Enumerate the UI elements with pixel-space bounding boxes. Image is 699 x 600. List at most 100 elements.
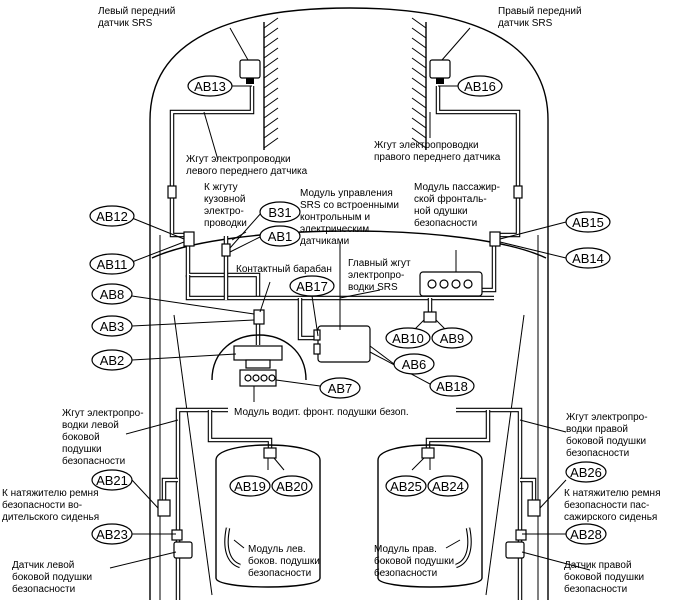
connector-tag-AB6: AB6 xyxy=(393,353,435,375)
svg-text:AB14: AB14 xyxy=(572,251,604,266)
svg-text:К натяжителю ремня: К натяжителю ремня xyxy=(2,488,98,499)
callout-leader-lines xyxy=(109,27,591,571)
connector-tag-AB1: AB1 xyxy=(259,225,301,247)
passenger-pretensioner-connector xyxy=(527,499,541,517)
svg-text:AB16: AB16 xyxy=(464,79,496,94)
svg-text:Жгут электропроводки: Жгут электропроводки xyxy=(186,154,291,165)
right-front-strut xyxy=(411,17,427,150)
svg-text:AB1: AB1 xyxy=(268,229,293,244)
label-right-front-sensor-harness: Жгут электропроводки правого переднего д… xyxy=(374,140,501,163)
connector-tag-AB12: AB12 xyxy=(89,205,135,227)
svg-text:водки правой: водки правой xyxy=(566,424,628,435)
connector-tag-B31: B31 xyxy=(259,201,301,223)
svg-text:датчик SRS: датчик SRS xyxy=(498,18,553,29)
left-front-srs-sensor xyxy=(239,59,261,84)
connector-tag-AB24: AB24 xyxy=(427,475,469,497)
svg-text:безопасности: безопасности xyxy=(374,567,437,579)
connector-tag-AB21: AB21 xyxy=(91,469,133,491)
svg-text:AB13: AB13 xyxy=(194,79,226,94)
label-passenger-front-airbag: Модуль пассажир- ской фронталь- ной одуш… xyxy=(414,182,500,229)
connector-tag-AB19: AB19 xyxy=(229,475,271,497)
svg-text:Датчик правой: Датчик правой xyxy=(564,560,632,571)
connector-tag-AB28: AB28 xyxy=(565,523,607,545)
svg-text:электро-: электро- xyxy=(204,206,244,217)
harness-connectors xyxy=(183,231,501,459)
svg-text:AB20: AB20 xyxy=(276,479,308,494)
svg-text:контрольным и: контрольным и xyxy=(300,212,370,223)
svg-text:AB12: AB12 xyxy=(96,209,128,224)
svg-text:Главный жгут: Главный жгут xyxy=(348,258,411,269)
label-left-side-sensor: Датчик левой боковой подушки безопасност… xyxy=(12,560,92,595)
svg-text:безопасности: безопасности xyxy=(62,455,125,467)
svg-text:водки левой: водки левой xyxy=(62,420,119,431)
svg-text:Жгут электропроводки: Жгут электропроводки xyxy=(374,140,479,151)
svg-text:электрическим: электрическим xyxy=(300,224,369,235)
connector-tag-AB14: AB14 xyxy=(565,247,611,269)
connector-tag-AB9: AB9 xyxy=(431,327,473,349)
driver-pretensioner-connector xyxy=(157,499,171,517)
svg-text:Левый передний: Левый передний xyxy=(98,6,175,17)
svg-text:AB11: AB11 xyxy=(97,257,128,272)
svg-text:AB19: AB19 xyxy=(234,479,266,494)
passenger-seat xyxy=(377,444,483,588)
svg-text:безопасности: безопасности xyxy=(564,583,627,595)
label-right-side-sensor: Датчик правой боковой подушки безопаснос… xyxy=(564,560,644,595)
svg-text:подушки: подушки xyxy=(62,444,102,455)
label-clock-spring: Контактный барабан xyxy=(236,263,332,275)
svg-text:боковой: боковой xyxy=(62,431,100,443)
svg-text:Датчик левой: Датчик левой xyxy=(12,560,74,571)
svg-text:безопасности: безопасности xyxy=(566,447,629,459)
svg-text:ской фронталь-: ской фронталь- xyxy=(414,193,487,205)
connector-tag-AB7: AB7 xyxy=(319,377,361,399)
connector-tag-AB26: AB26 xyxy=(565,461,607,483)
svg-text:Контактный барабан: Контактный барабан xyxy=(236,263,332,275)
connector-tag-AB3: AB3 xyxy=(91,315,133,337)
svg-text:безопасности: безопасности xyxy=(414,217,477,229)
connector-tag-AB18: AB18 xyxy=(429,375,475,397)
label-right-front-srs-sensor: Правый передний датчик SRS xyxy=(498,6,582,29)
svg-text:AB9: AB9 xyxy=(440,331,465,346)
svg-text:боковой подушки: боковой подушки xyxy=(374,555,454,567)
svg-text:Жгут электропро-: Жгут электропро- xyxy=(62,408,144,419)
svg-text:Модуль водит. фронт. подушки: Модуль водит. фронт. подушки безоп. xyxy=(234,406,409,418)
svg-text:AB23: AB23 xyxy=(96,527,128,542)
svg-text:SRS со встроенными: SRS со встроенными xyxy=(300,200,399,211)
right-front-srs-sensor xyxy=(429,59,451,84)
svg-text:AB7: AB7 xyxy=(328,381,353,396)
label-passenger-pretensioner: К натяжителю ремня безопасности пас- саж… xyxy=(564,488,660,523)
svg-text:AB28: AB28 xyxy=(570,527,602,542)
svg-text:Модуль пассажир-: Модуль пассажир- xyxy=(414,182,500,193)
srs-control-module xyxy=(313,325,371,363)
connector-tag-AB2: AB2 xyxy=(91,349,133,371)
svg-text:безопасности: безопасности xyxy=(248,567,311,579)
svg-text:боков. подушки: боков. подушки xyxy=(248,555,320,567)
svg-text:Жгут электропро-: Жгут электропро- xyxy=(566,412,648,423)
label-right-side-airbag: Модуль прав. боковой подушки безопасност… xyxy=(374,544,454,579)
svg-text:Модуль лев.: Модуль лев. xyxy=(248,544,306,555)
svg-text:ной одушки: ной одушки xyxy=(414,206,468,217)
svg-text:Правый передний: Правый передний xyxy=(498,6,582,17)
svg-text:К натяжителю ремня: К натяжителю ремня xyxy=(564,488,660,499)
svg-text:AB6: AB6 xyxy=(402,357,427,372)
svg-text:сажирского сиденья: сажирского сиденья xyxy=(564,512,657,523)
driver-seat xyxy=(215,444,321,588)
svg-text:проводки: проводки xyxy=(204,218,247,229)
svg-text:AB17: AB17 xyxy=(296,279,328,294)
connector-tag-AB17: AB17 xyxy=(289,275,335,297)
connector-tag-AB16: AB16 xyxy=(457,75,503,97)
svg-text:левого переднего датчика: левого переднего датчика xyxy=(186,166,308,177)
label-srs-main-harness: Главный жгут электропро- водки SRS xyxy=(348,258,411,293)
label-left-side-harness: Жгут электропро- водки левой боковой под… xyxy=(62,408,144,467)
svg-text:безопасности: безопасности xyxy=(12,583,75,595)
passenger-front-airbag-module xyxy=(419,271,483,297)
connector-tag-AB25: AB25 xyxy=(385,475,427,497)
svg-text:AB3: AB3 xyxy=(100,319,125,334)
svg-text:Модуль прав.: Модуль прав. xyxy=(374,544,437,555)
svg-text:датчиками: датчиками xyxy=(300,236,349,247)
connector-tag-AB10: AB10 xyxy=(385,327,431,349)
left-front-strut xyxy=(263,17,279,150)
car-body-outline xyxy=(149,7,549,600)
label-right-side-harness: Жгут электропро- водки правой боковой по… xyxy=(566,412,648,459)
svg-text:AB2: AB2 xyxy=(100,353,125,368)
svg-text:дительского сиденья: дительского сиденья xyxy=(2,512,99,523)
